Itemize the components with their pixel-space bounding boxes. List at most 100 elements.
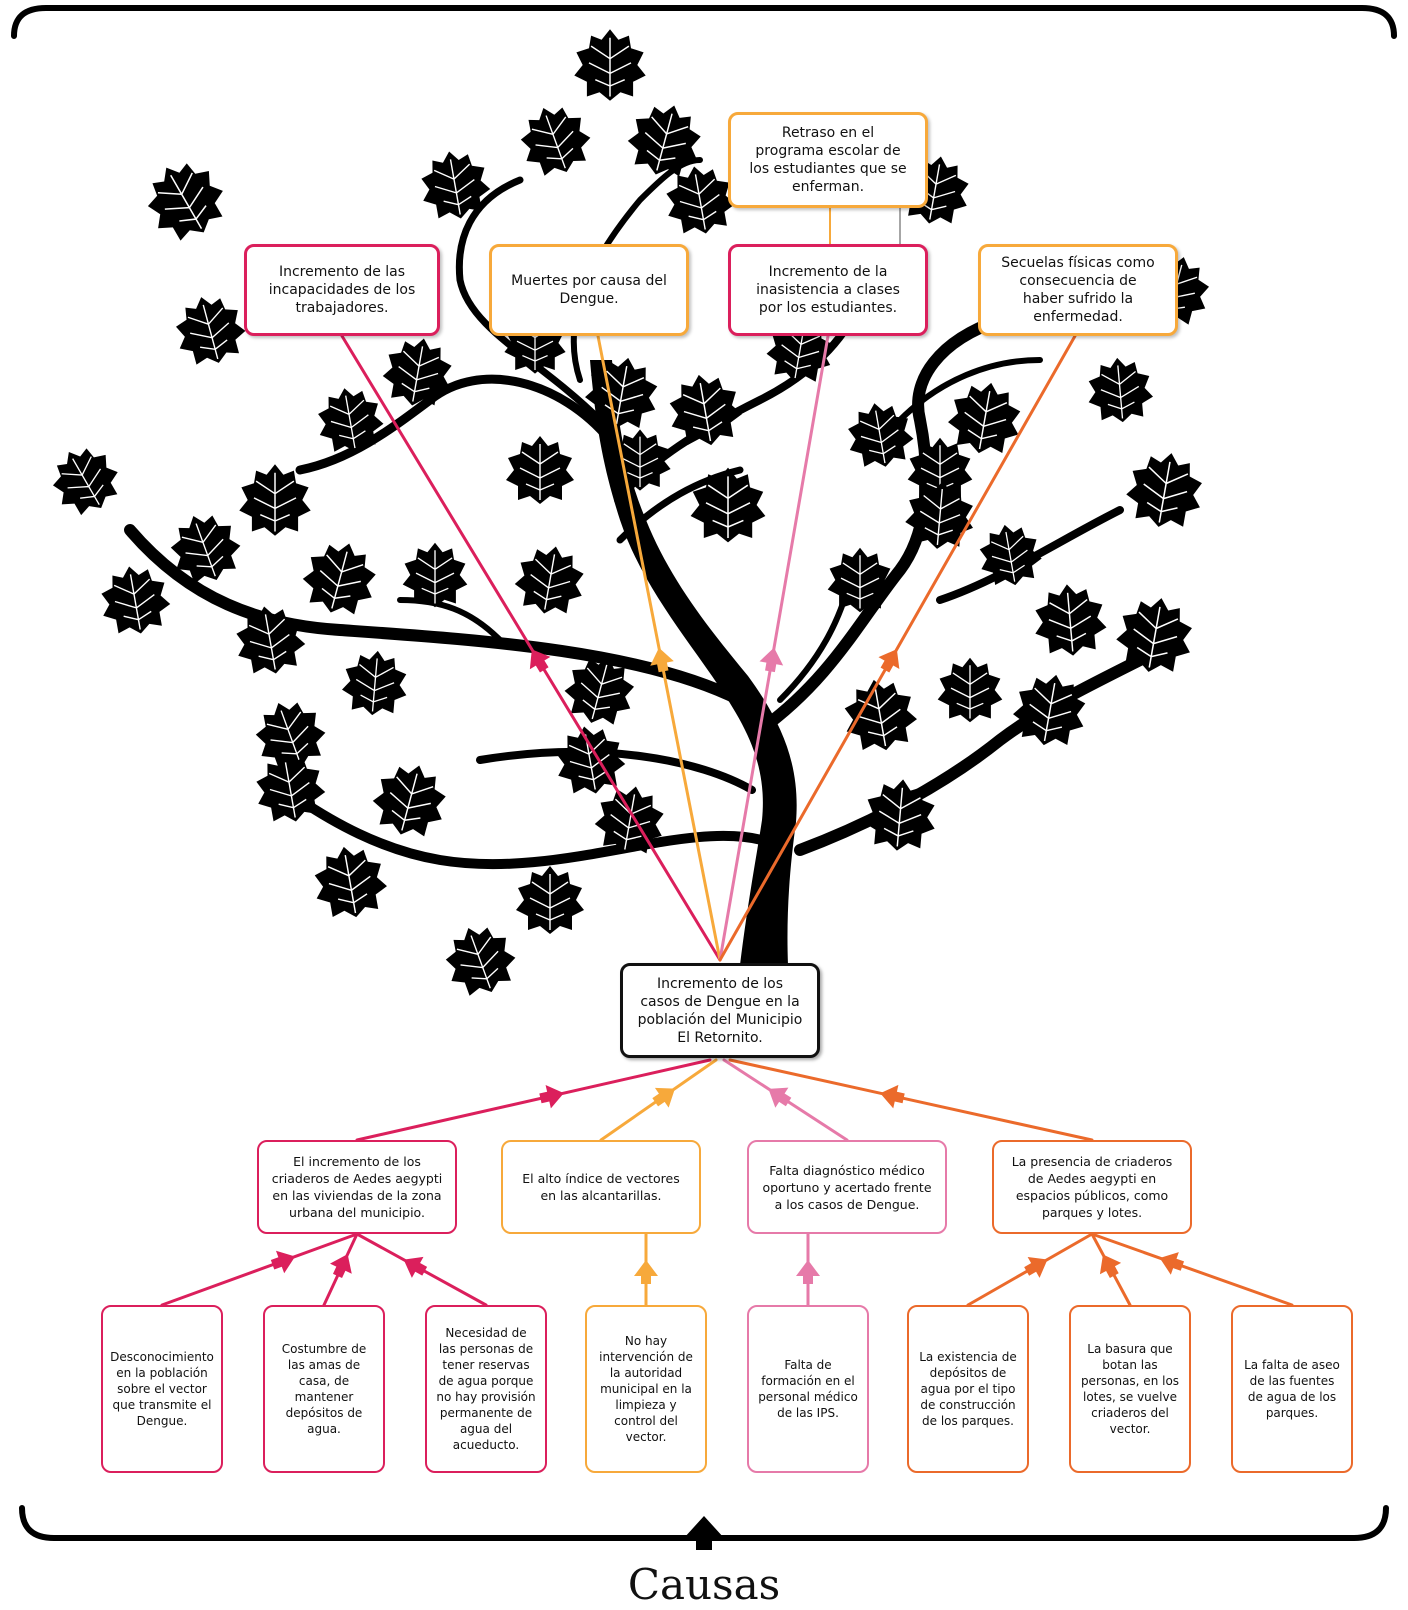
leaf-icon [302, 543, 376, 615]
core-problem-box: Incremento de los casos de Dengue en la … [620, 963, 820, 1058]
leaf-icon [101, 566, 171, 634]
arrowhead [880, 1084, 905, 1109]
connector-line [1090, 1232, 1294, 1307]
leaf-icon [979, 524, 1042, 586]
arrowhead [768, 1087, 792, 1108]
root-cause-box: La falta de aseo de las fuentes de agua … [1231, 1305, 1353, 1473]
arrowhead [1024, 1257, 1048, 1278]
leaf-icon [844, 679, 917, 751]
causes-label: Causas [627, 1560, 781, 1609]
arrowhead [330, 1254, 352, 1279]
arrowhead [796, 1260, 820, 1285]
root-cause-text: La falta de aseo de las fuentes de agua … [1244, 1358, 1340, 1420]
leaf-icon [318, 388, 384, 452]
leaf-icon [556, 726, 626, 794]
tree-branch [897, 357, 1043, 423]
leaf-icon [52, 448, 118, 516]
connector-line [340, 334, 722, 962]
arrowhead [539, 1084, 564, 1109]
effect-text: Muertes por causa del Dengue. [511, 273, 667, 307]
root-cause-box: Costumbre de las amas de casa, de manten… [263, 1305, 385, 1473]
root-cause-text: Costumbre de las amas de casa, de manten… [281, 1342, 367, 1436]
root-cause-text: Desconocimiento en la población sobre el… [110, 1350, 214, 1428]
effect-box: Muertes por causa del Dengue. [489, 244, 689, 336]
root-cause-text: No hay intervención de la autoridad muni… [599, 1334, 693, 1444]
leaf-icon [175, 297, 246, 365]
arrowhead [878, 649, 900, 673]
leaf-icon [382, 338, 452, 406]
leaf-icon [445, 927, 516, 996]
leaf-icon [341, 650, 407, 716]
effect-box: Incremento de la inasistencia a clases p… [728, 244, 928, 336]
direct-cause-text: El alto índice de vectores en las alcant… [522, 1171, 680, 1203]
leaf-icon [907, 437, 973, 503]
direct-cause-box: El incremento de los criaderos de Aedes … [257, 1140, 457, 1234]
connector-line [718, 334, 1077, 962]
direct-cause-box: Falta diagnóstico médico oportuno y acer… [747, 1140, 947, 1234]
leaf-icon [520, 107, 591, 176]
connector-line [728, 1058, 1094, 1142]
arrowhead [270, 1250, 296, 1274]
frame-brackets [11, 5, 1397, 1550]
leaf-icon [421, 151, 491, 219]
effect-box: Incremento de las incapacidades de los t… [244, 244, 440, 336]
arrowhead [529, 649, 551, 673]
direct-cause-text: La presencia de criaderos de Aedes aegyp… [1011, 1154, 1173, 1220]
leaf-icon [1088, 357, 1154, 423]
leaf-icon [827, 547, 893, 613]
leaf-icon [1126, 453, 1202, 527]
leaf-icon [147, 163, 223, 241]
secondary-effect-text: Retraso en el programa escolar de los es… [749, 125, 907, 195]
root-cause-box: La existencia de depósitos de agua por e… [907, 1305, 1029, 1473]
arrowheads [270, 647, 1185, 1285]
connector-line [355, 1058, 712, 1142]
leaf-icon [848, 403, 914, 467]
effect-text: Incremento de las incapacidades de los t… [268, 264, 416, 316]
leaf-icon [564, 657, 635, 725]
root-cause-text: Necesidad de las personas de tener reser… [436, 1326, 536, 1452]
tree-branch [295, 795, 767, 870]
tree-trunk [590, 360, 797, 965]
arrowhead [759, 647, 784, 673]
leaf-icon [690, 467, 766, 543]
connector-line [160, 1232, 359, 1307]
tree-branch [397, 597, 503, 643]
core-problem-text: Incremento de los casos de Dengue en la … [637, 975, 803, 1046]
root-cause-text: La existencia de depósitos de agua por e… [919, 1350, 1017, 1428]
direct-cause-text: Falta diagnóstico médico oportuno y acer… [762, 1162, 932, 1212]
arrowhead [634, 1260, 658, 1285]
direct-cause-box: La presencia de criaderos de Aedes aegyp… [992, 1140, 1192, 1234]
leaf-icon [514, 546, 584, 614]
root-cause-text: Falta de formación en el personal médico… [758, 1358, 858, 1420]
arrowhead [650, 647, 674, 673]
top-bracket [11, 5, 1397, 39]
arrowhead [403, 1256, 428, 1278]
connector-lines [160, 207, 1294, 1307]
up-arrow-icon [684, 1516, 724, 1550]
effect-box: Secuelas físicas como consecuencia de ha… [978, 244, 1178, 336]
leaf-icon [585, 357, 658, 429]
root-cause-box: La basura que botan las personas, en los… [1069, 1305, 1191, 1473]
leaf-icon [905, 481, 973, 549]
leaf-icon [574, 29, 646, 101]
arrowhead [652, 1087, 675, 1108]
leaf-icon [1035, 584, 1107, 656]
leaf-icon [314, 846, 387, 918]
leaf-icon [627, 105, 701, 177]
root-cause-text: La basura que botan las personas, en los… [1080, 1342, 1180, 1436]
root-cause-box: Necesidad de las personas de tener reser… [425, 1305, 547, 1473]
arrowhead [1159, 1252, 1185, 1275]
leaf-icon [170, 515, 241, 584]
tree-leaves [52, 29, 1210, 996]
leaf-icon [236, 606, 306, 674]
leaf-icon [372, 765, 446, 837]
effect-text: Secuelas físicas como consecuencia de ha… [1001, 255, 1155, 325]
tree-branch [476, 747, 756, 794]
leaf-icon [256, 754, 326, 822]
leaf-icon [1013, 674, 1086, 746]
leaf-icon [669, 374, 742, 446]
root-cause-box: Falta de formación en el personal médico… [747, 1305, 869, 1473]
leaf-icon [402, 542, 468, 608]
